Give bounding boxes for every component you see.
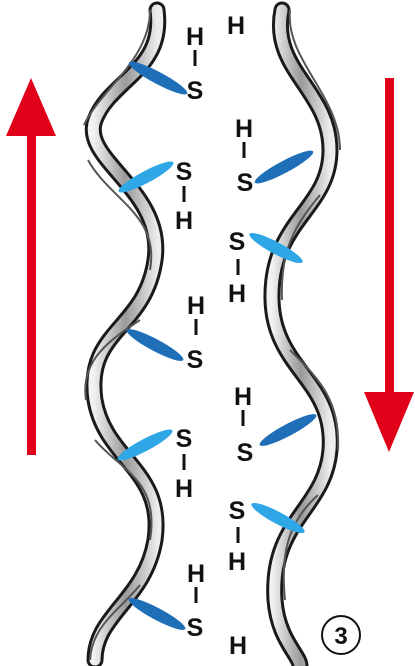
sulfur-label: S (187, 77, 204, 105)
bond-right-4 (251, 502, 305, 534)
hydrogen-label: H (228, 548, 246, 576)
hydrogen-label: H (175, 207, 193, 235)
bond-left-3 (126, 329, 184, 361)
sulfur-label: S (229, 497, 246, 525)
atom-labels: H H S H S S H S H H S H S S H S H H S H (175, 12, 253, 660)
arrow-down-right (364, 78, 414, 452)
hydrogen-label: H (228, 280, 246, 308)
panel-number-badge: 3 (321, 615, 361, 655)
bond-right-2 (249, 232, 303, 264)
hydrogen-label: H (229, 632, 247, 660)
sulfur-label: S (237, 439, 254, 467)
bond-left-2 (118, 161, 174, 193)
hydrogen-label: H (187, 560, 205, 588)
bond-left-5 (128, 598, 186, 630)
sulfur-label: S (176, 158, 193, 186)
sulfur-label: S (237, 169, 254, 197)
hydrogen-label: H (227, 12, 245, 40)
sulfur-label: S (187, 346, 204, 374)
right-helix-strand (263, 1, 341, 666)
left-helix-strand (83, 1, 167, 666)
arrow-up-left (6, 78, 56, 455)
bond-left-4 (117, 429, 173, 461)
panel-number: 3 (334, 623, 347, 650)
right-bonds (249, 150, 317, 534)
left-bonds (117, 61, 188, 630)
hydrogen-label: H (186, 23, 204, 51)
hydrogen-label: H (187, 292, 205, 320)
sulfur-label: S (176, 425, 193, 453)
sulfur-label: S (229, 228, 246, 256)
bond-right-3 (259, 414, 317, 446)
sulfur-label: S (187, 614, 204, 642)
hs-bonds (182, 50, 246, 603)
hydrogen-label: H (235, 115, 253, 143)
hydrogen-label: H (234, 383, 252, 411)
bond-right-1 (254, 150, 314, 184)
bond-left-1 (128, 61, 188, 95)
hydrogen-label: H (175, 475, 193, 503)
